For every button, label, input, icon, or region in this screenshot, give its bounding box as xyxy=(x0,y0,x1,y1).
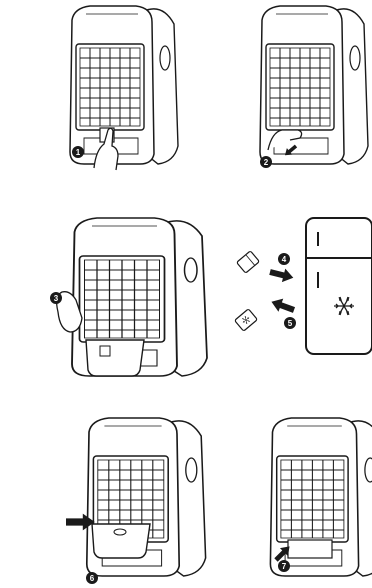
step-number: 1 xyxy=(76,148,81,157)
step-number: 2 xyxy=(264,158,269,167)
step-number: 4 xyxy=(282,255,287,264)
arrow-icon xyxy=(269,295,296,316)
step-badge: 2 xyxy=(260,156,272,168)
step-badge: 4 xyxy=(278,253,290,265)
step-badge: 6 xyxy=(86,572,98,584)
step-3-illustration: 3 xyxy=(50,218,207,376)
step-badge: 5 xyxy=(284,317,296,329)
freezer-illustration: 4 5 xyxy=(235,218,372,354)
step-number: 5 xyxy=(288,319,293,328)
step-badge: 1 xyxy=(72,146,84,158)
step-number: 7 xyxy=(282,562,287,571)
step-badge: 3 xyxy=(50,292,62,304)
arrow-icon xyxy=(268,265,295,284)
ice-pack-icon xyxy=(237,251,260,273)
step-number: 6 xyxy=(90,574,95,583)
step-7-illustration: 7 xyxy=(270,418,372,576)
freezer-icon xyxy=(306,218,372,354)
step-6-illustration: 6 xyxy=(66,418,206,584)
step-number: 3 xyxy=(54,294,59,303)
step-2-illustration: 2 xyxy=(260,6,368,168)
ice-pack-icon xyxy=(235,309,258,331)
step-badge: 7 xyxy=(278,560,290,572)
step-1-illustration: 1 xyxy=(70,6,178,170)
